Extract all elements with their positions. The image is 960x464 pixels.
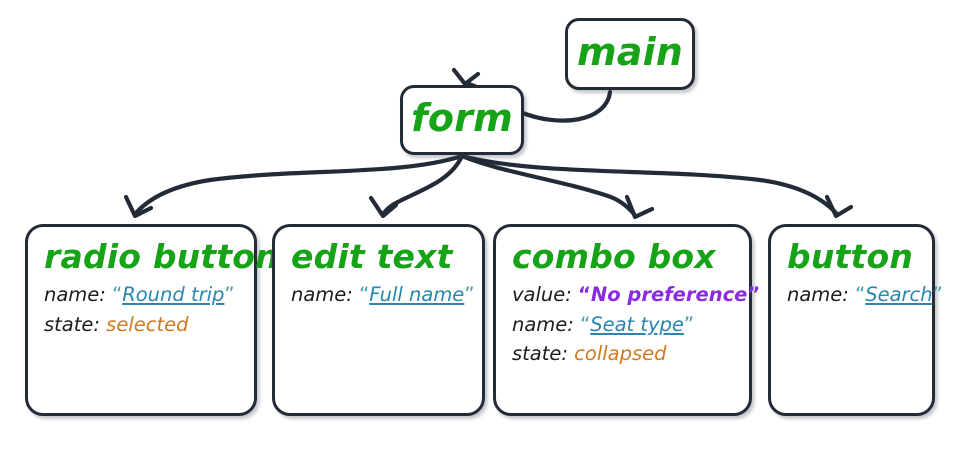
edge-form-to-combo-box [459,153,637,217]
node-button-title: button [787,237,914,276]
property-list: name: “Search” [785,280,943,310]
property-key: name: [44,282,106,306]
node-form-title: form [411,96,513,140]
quote-open: “ [855,282,866,306]
property-value: collapsed [574,342,667,366]
edge-form-to-radio-button [133,153,465,216]
edge-form-to-button [459,153,839,216]
node-main-title: main [576,30,684,74]
property-key: value: [512,282,572,306]
arrowhead-form [451,67,481,87]
node-button[interactable]: button name: “Search” [768,224,943,416]
property-key: state: [512,342,568,366]
property-value: Search [865,282,933,306]
property-row: state: collapsed [512,339,735,369]
property-key: name: [291,282,353,306]
property-row: value: “No preference” [512,280,760,310]
arrowhead-button [824,194,854,219]
arrowhead-edit-text [368,195,399,219]
quote-close: ” [932,282,943,306]
node-edit-text[interactable]: edit text name: “Full name” [272,224,485,416]
node-edit-text-title: edit text [291,237,453,276]
quote-close: ” [224,282,235,306]
property-value: selected [106,312,189,336]
quote-open: “ [359,282,370,306]
edge-form-to-edit-text [380,153,465,217]
node-combo-box[interactable]: combo box value: “No preference” name: “… [493,224,760,416]
node-main[interactable]: main [565,18,695,90]
quote-open: “ [578,282,591,306]
arrowhead-radio-button [123,194,154,219]
property-list: name: “Full name” [289,280,474,310]
property-row: name: “Round trip” [44,280,240,310]
property-row: name: “Search” [787,280,943,310]
property-value: Round trip [122,282,225,306]
property-value: Full name [369,282,465,306]
quote-close: ” [747,282,761,306]
quote-close: ” [683,312,695,336]
quote-close: ” [464,282,475,306]
property-value: No preference [590,282,748,306]
node-radio-button[interactable]: radio button name: “Round trip” state: s… [25,224,279,416]
property-list: value: “No preference” name: “Seat type”… [510,280,760,369]
node-radio-button-title: radio button [44,237,279,276]
quote-open: “ [112,282,123,306]
property-row: name: “Full name” [291,280,474,310]
quote-open: “ [580,312,591,336]
property-row: name: “Seat type” [512,310,735,340]
arrowhead-combo-box [624,194,655,220]
property-value: Seat type [590,312,684,336]
node-combo-box-title: combo box [512,237,716,276]
property-key: name: [787,282,849,306]
property-key: name: [512,312,574,336]
property-row: state: selected [44,310,240,340]
node-form[interactable]: form [400,85,524,155]
property-list: name: “Round trip” state: selected [42,280,240,339]
property-key: state: [44,312,100,336]
